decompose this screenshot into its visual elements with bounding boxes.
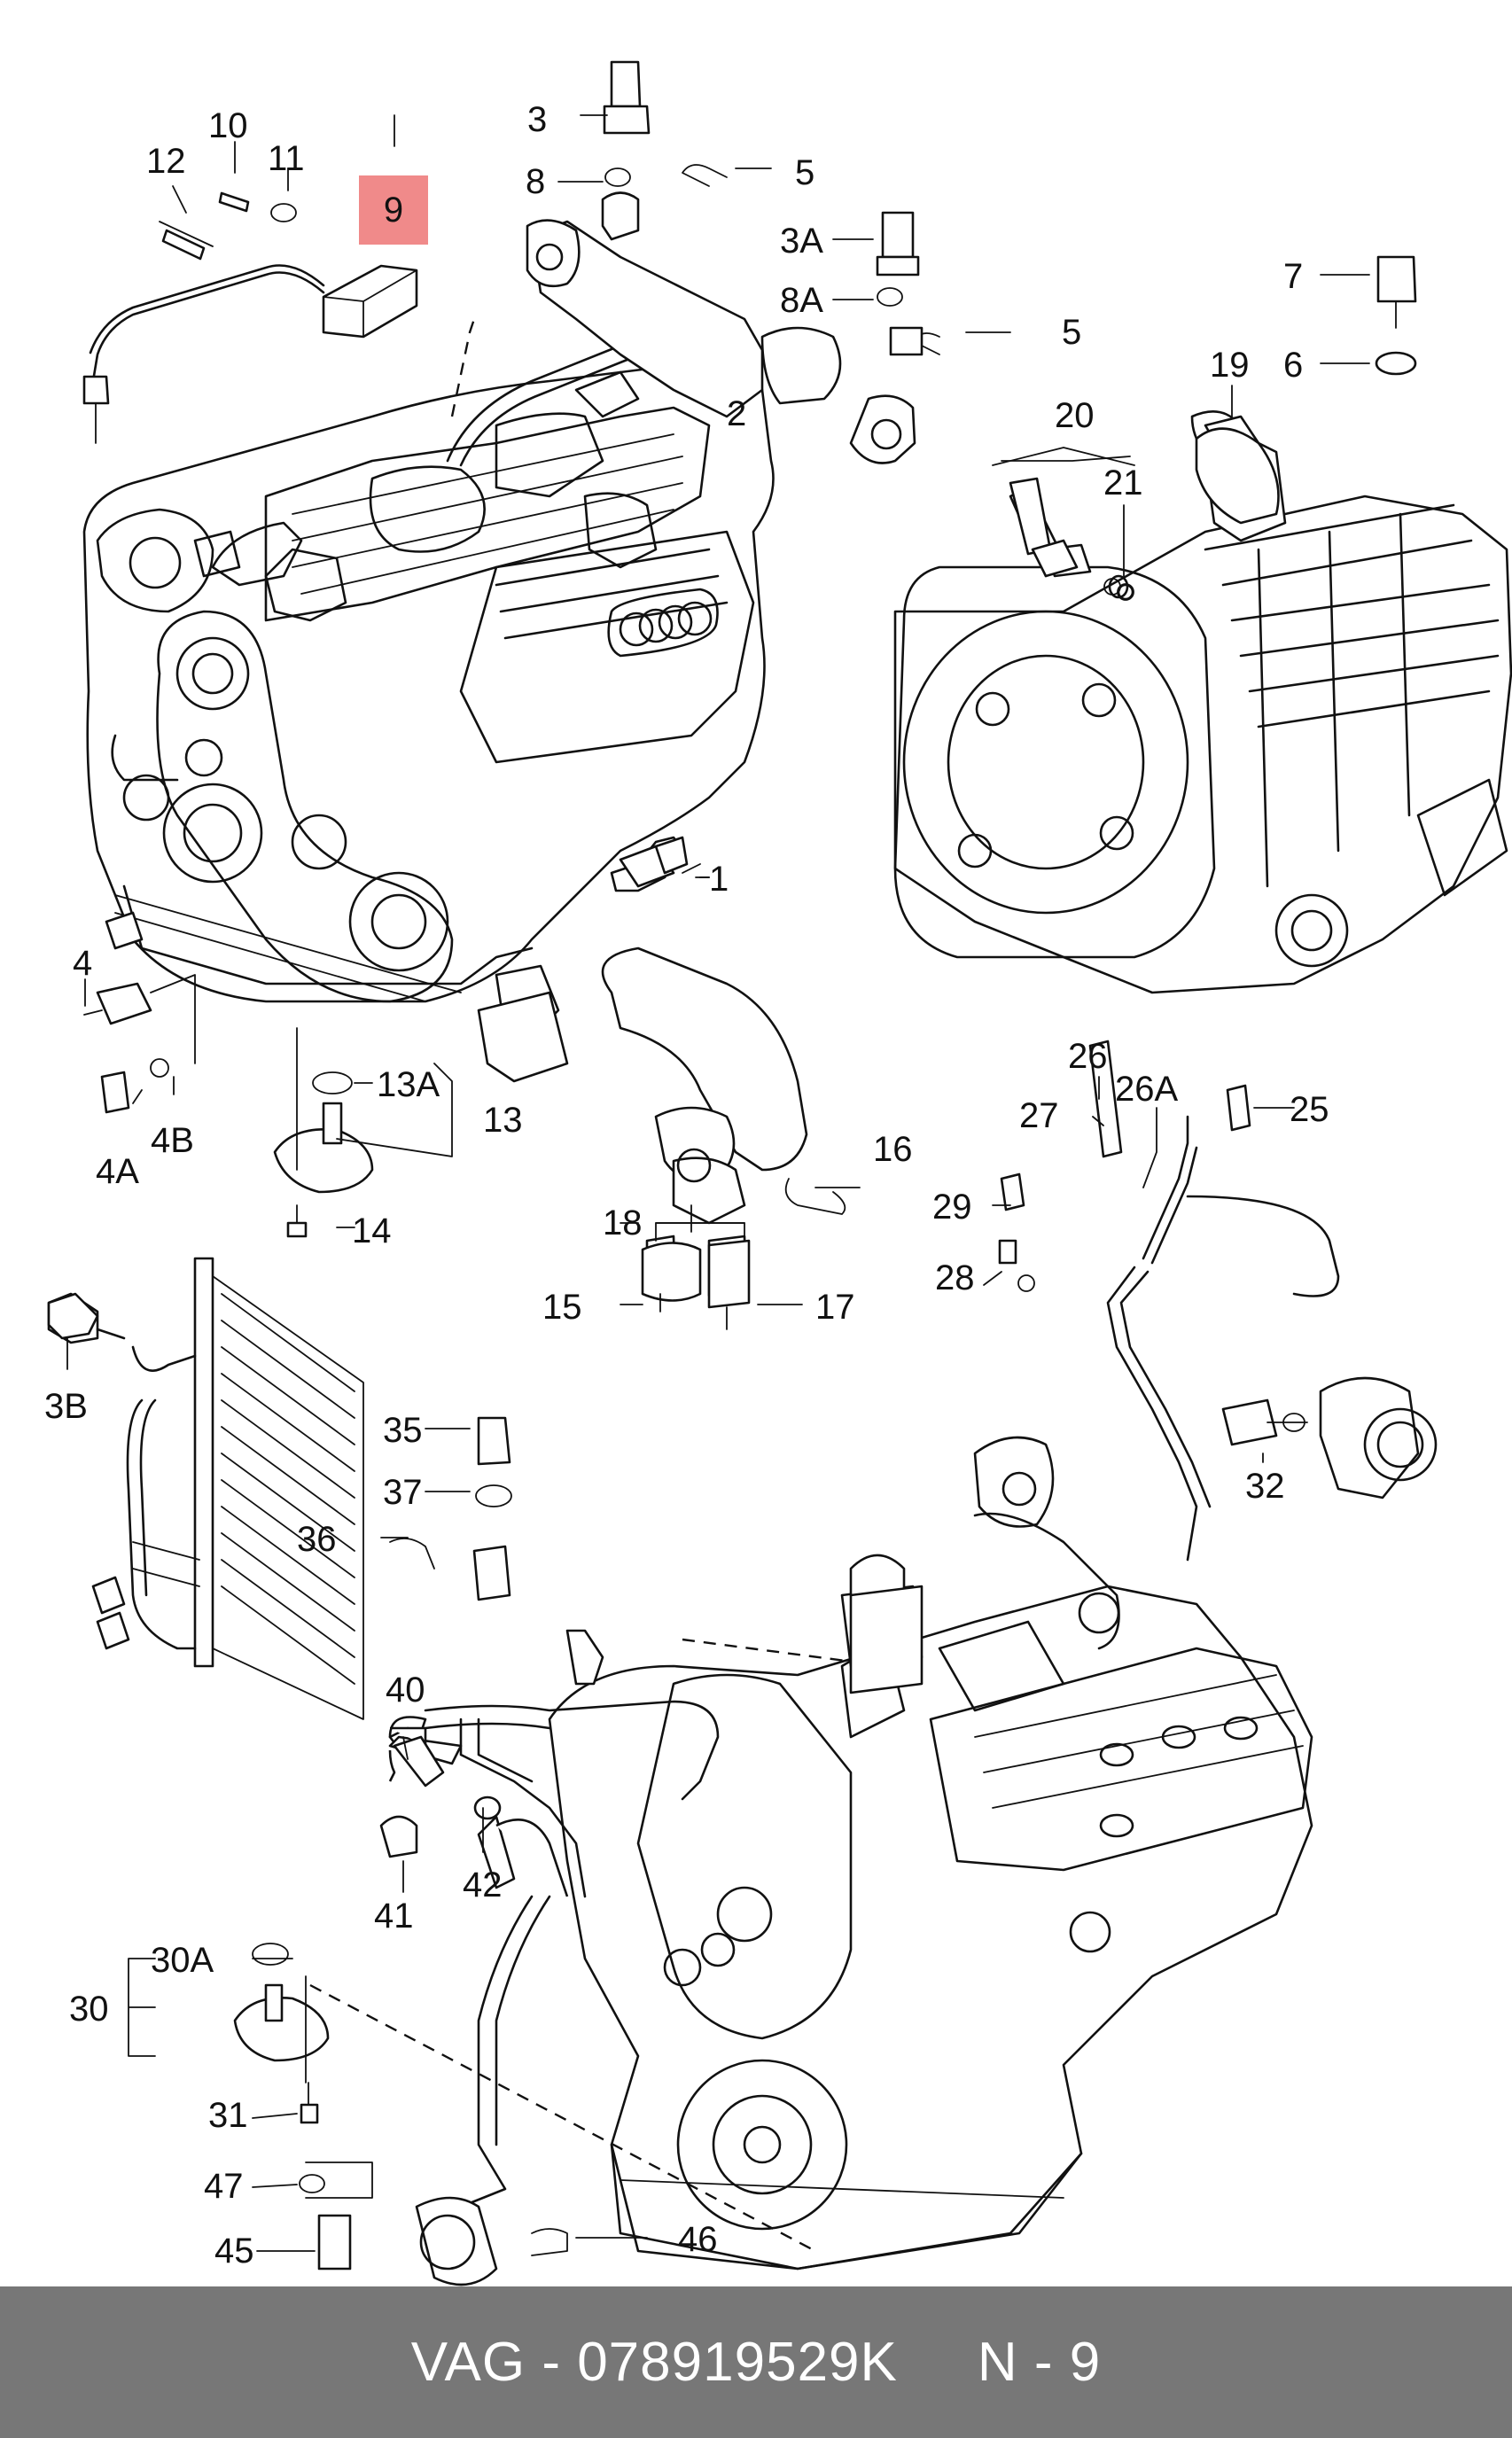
oil-line-drawing (998, 1040, 1340, 1562)
callout-10: 10 (208, 106, 248, 145)
coolant-flange-drawing (526, 60, 940, 464)
callout-11: 11 (268, 139, 305, 178)
callout-20: 20 (1055, 396, 1095, 435)
callout-15: 15 (542, 1288, 582, 1327)
sensor-13-drawing (273, 1027, 374, 1238)
callout-35: 35 (383, 1411, 423, 1450)
engine-lower-drawing (309, 1436, 1313, 2271)
sensors-19-21-drawing (1009, 415, 1280, 601)
callout-3b: 3B (44, 1387, 88, 1426)
sensor-32-drawing (1221, 1376, 1438, 1499)
callout-17: 17 (815, 1288, 855, 1327)
callout-32: 32 (1245, 1467, 1285, 1506)
callout-21: 21 (1103, 463, 1143, 502)
highlight-box (359, 175, 428, 245)
callout-30a: 30A (151, 1941, 214, 1980)
callout-4: 4 (73, 944, 92, 983)
callout-19: 19 (1210, 346, 1250, 385)
parts-diagram: 9 3 8 5 3A 8A 5 2 10 11 12 7 6 19 20 21 … (44, 60, 1512, 2286)
callout-13a: 13A (377, 1065, 440, 1104)
callout-27: 27 (1019, 1096, 1059, 1135)
callout-5-top: 5 (795, 153, 814, 192)
part-number-footer: VAG - 078919529K N - 9 (0, 2286, 1512, 2438)
callout-18: 18 (603, 1203, 643, 1242)
footer-separator: - (542, 2332, 561, 2393)
callout-29: 29 (932, 1188, 972, 1227)
footer-part-number: 078919529K (577, 2332, 898, 2393)
oil-filter-drawing (849, 1585, 924, 1694)
callout-46: 46 (678, 2220, 718, 2259)
callout-47: 47 (204, 2167, 244, 2206)
callout-13: 13 (483, 1101, 523, 1140)
callout-45: 45 (214, 2232, 254, 2271)
sensors-15-17-drawing (641, 1239, 751, 1330)
callout-28: 28 (935, 1258, 975, 1297)
sensor-3b-drawing (47, 1292, 99, 1340)
transmission-drawing (893, 410, 1512, 994)
callout-30: 30 (69, 1990, 109, 2029)
sensor-30-drawing (233, 1943, 373, 2271)
sensors-3-drawing (604, 167, 924, 356)
callout-42: 42 (463, 1865, 503, 1904)
condenser-drawing (47, 1257, 364, 1720)
callout-14: 14 (352, 1211, 392, 1250)
sensor-1-drawing (619, 836, 689, 888)
callout-7: 7 (1283, 257, 1303, 296)
callout-3a: 3A (780, 222, 823, 261)
callout-40: 40 (386, 1671, 425, 1710)
callout-41: 41 (374, 1897, 414, 1936)
callout-2: 2 (727, 394, 746, 433)
callout-4a: 4A (96, 1152, 139, 1191)
callout-3: 3 (527, 100, 547, 139)
callout-6: 6 (1283, 346, 1303, 385)
footer-position: N - 9 (977, 2332, 1102, 2393)
leader-lines (66, 114, 1370, 2252)
callout-8: 8 (526, 162, 545, 201)
sensors-4-drawing (83, 911, 196, 1114)
callout-26a: 26A (1115, 1070, 1178, 1109)
callout-16: 16 (873, 1130, 913, 1169)
sensor-9-drawing (82, 191, 418, 444)
callout-31: 31 (208, 2096, 248, 2135)
callouts: 9 3 8 5 3A 8A 5 2 10 11 12 7 6 19 20 21 … (44, 100, 1329, 2271)
callout-25: 25 (1290, 1090, 1329, 1129)
callout-9: 9 (384, 191, 403, 230)
lower-left-parts-drawing (379, 1416, 720, 2286)
footer-brand: VAG (410, 2332, 526, 2393)
callout-8a: 8A (780, 281, 823, 320)
callout-5-mid: 5 (1062, 313, 1081, 352)
callout-12: 12 (146, 142, 186, 181)
engine-upper-drawing (82, 308, 775, 1083)
callout-26: 26 (1068, 1037, 1108, 1076)
callout-37: 37 (383, 1473, 423, 1512)
callout-36: 36 (297, 1520, 337, 1559)
callout-1: 1 (709, 860, 729, 899)
callout-4b: 4B (151, 1121, 194, 1160)
screws-6-7-drawing (1375, 255, 1417, 376)
